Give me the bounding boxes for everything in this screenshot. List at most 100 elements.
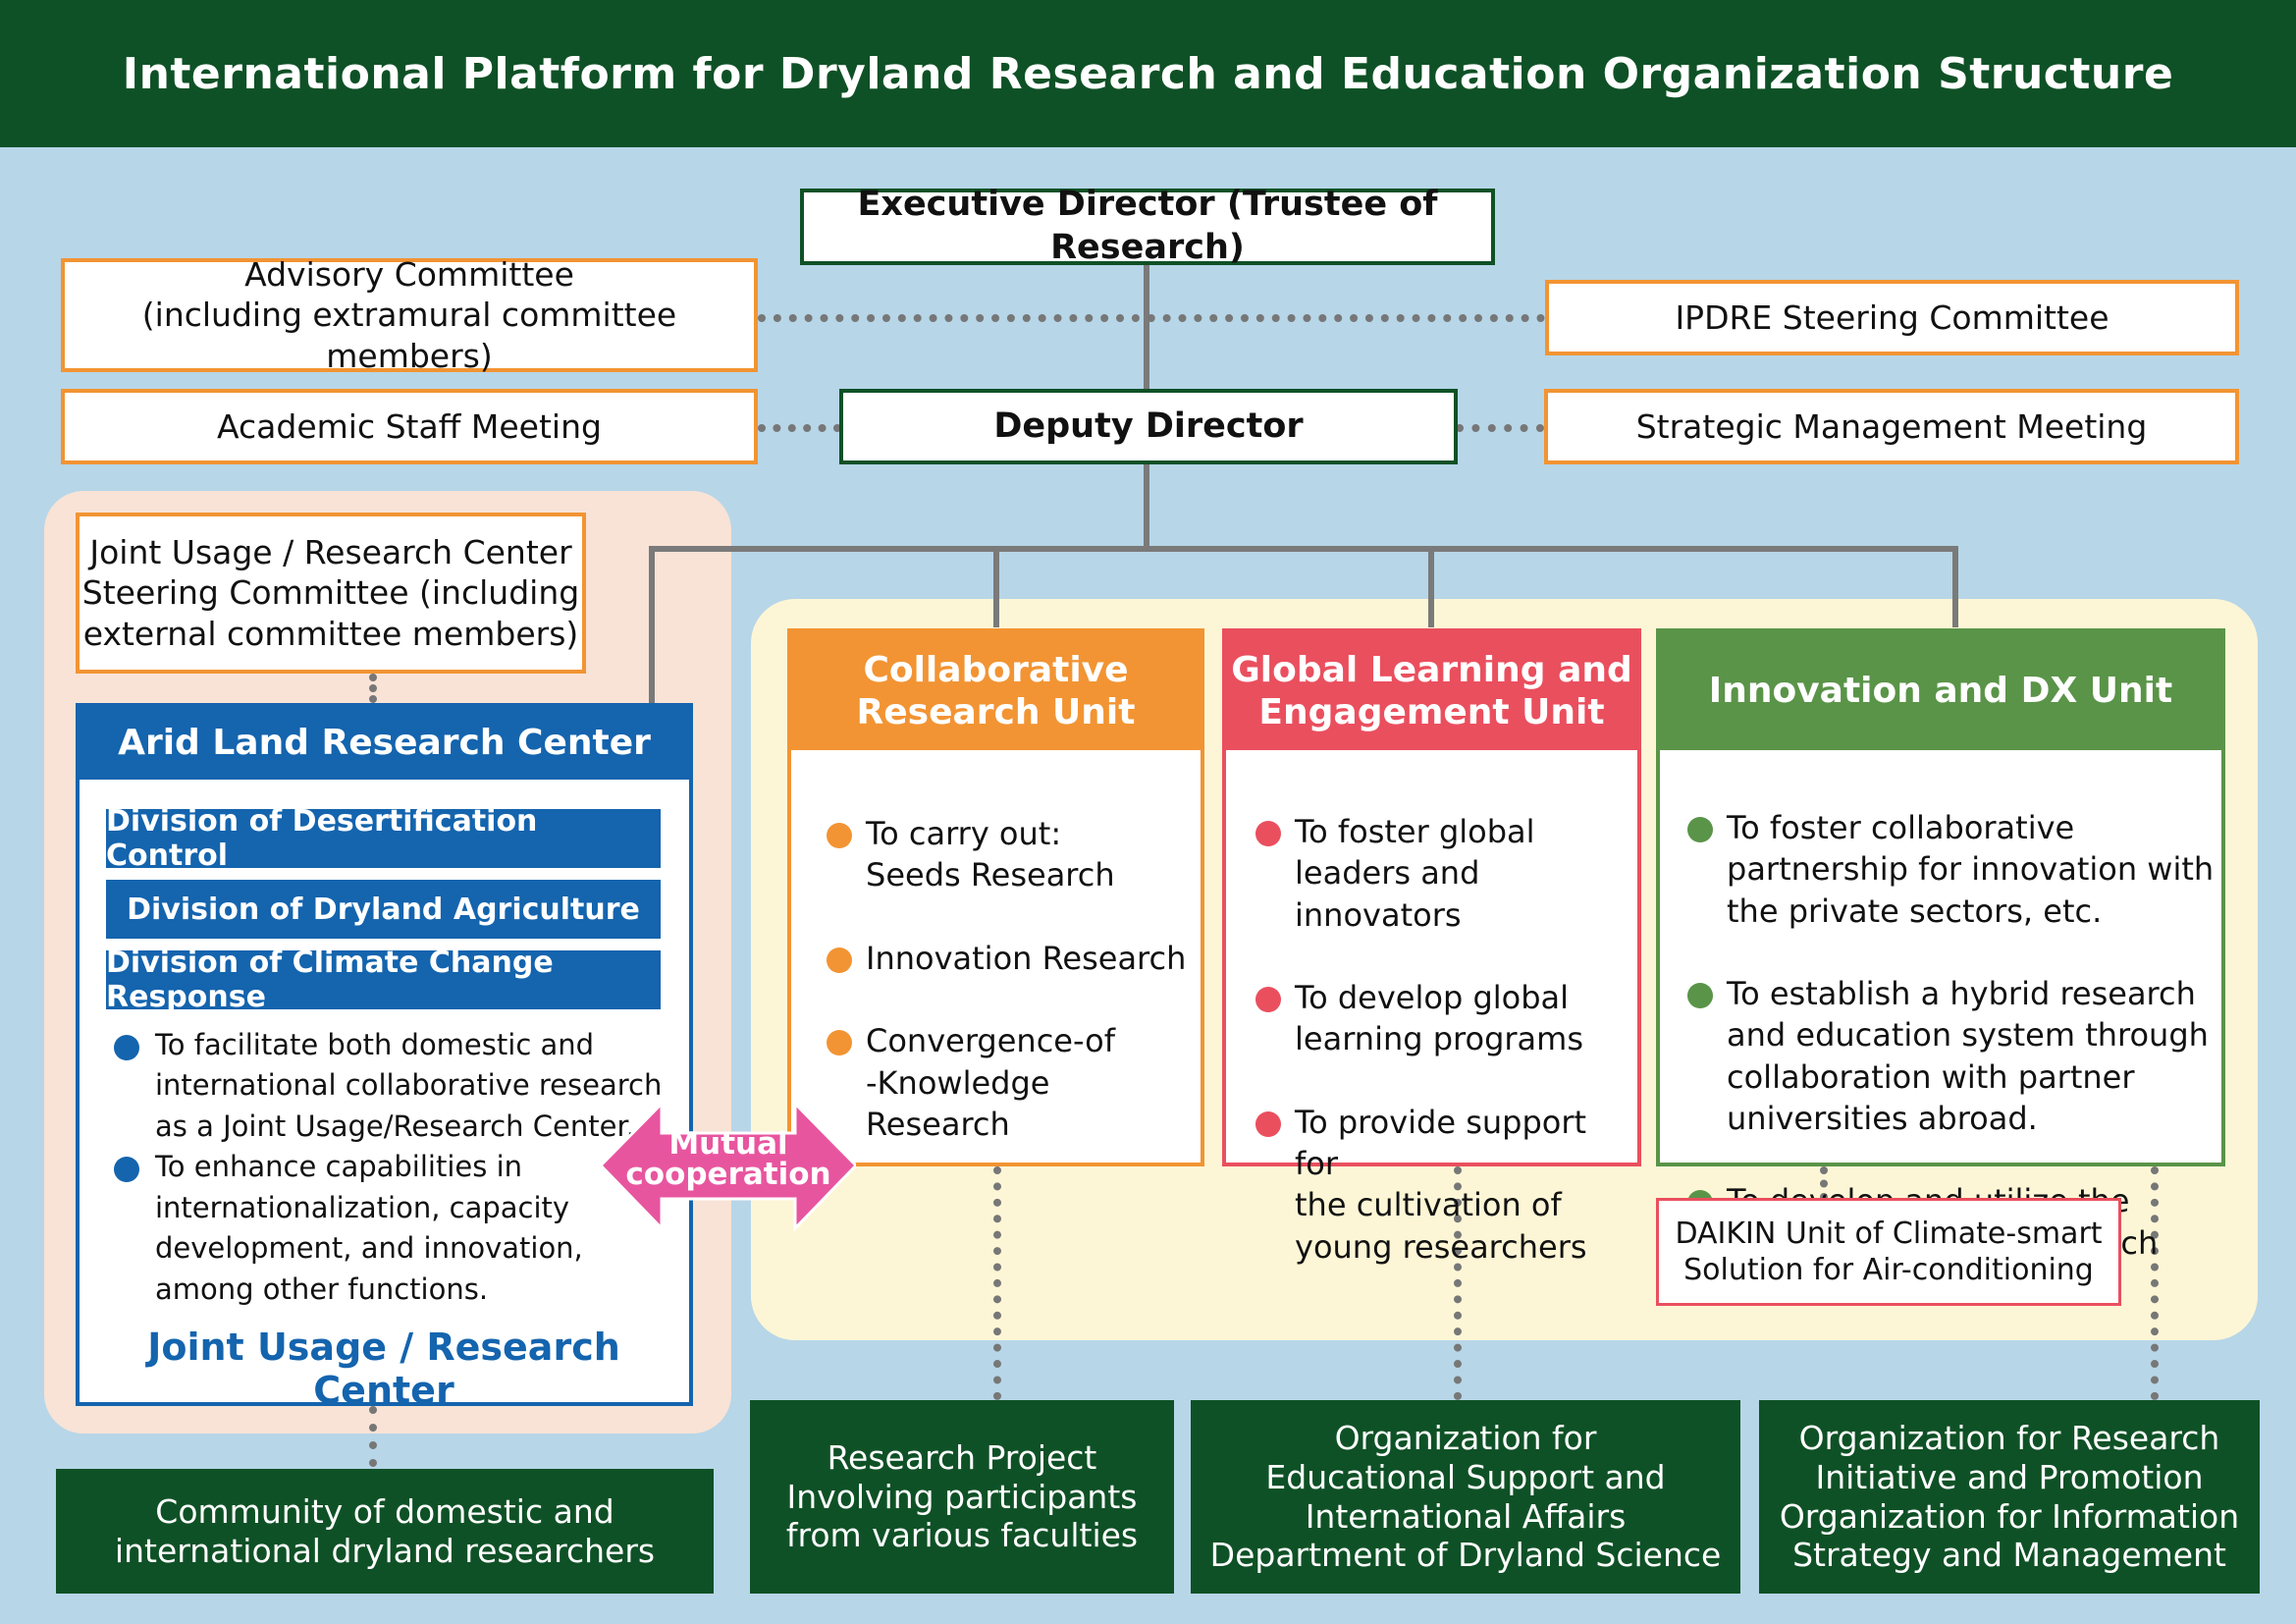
list-item: To establish a hybrid research and educa… (1678, 973, 2221, 1139)
deputy-director-box: Deputy Director (839, 389, 1458, 464)
global-unit-title1: Global Learning and (1231, 649, 1632, 690)
research-project-line2: Involving participants (786, 1477, 1138, 1516)
mutual-line2: cooperation (625, 1157, 831, 1192)
daikin-line1: DAIKIN Unit of Climate-smart (1675, 1216, 2103, 1251)
connector-innovation-research (2151, 1166, 2159, 1400)
division-climate-label: Division of Climate Change Response (106, 946, 554, 1014)
community-line1: Community of domestic and (155, 1491, 614, 1531)
mutual-line1: Mutual (668, 1126, 788, 1162)
connector-exec-deputy (1144, 265, 1149, 390)
executive-director-label: Executive Director (Trustee of Research) (857, 185, 1438, 267)
connector-deputy-down (1144, 464, 1149, 550)
org-education-box: Organization for Educational Support and… (1191, 1400, 1740, 1594)
community-line2: international dryland researchers (114, 1531, 656, 1570)
mutual-cooperation-arrow-icon (601, 1100, 856, 1232)
division-climate: Division of Climate Change Response (106, 946, 661, 1014)
research-project-line3: from various faculties (785, 1516, 1139, 1555)
research-project-box: Research Project Involving participants … (750, 1400, 1174, 1594)
bullet-dot-icon (114, 1157, 139, 1183)
division-agriculture: Division of Dryland Agriculture (106, 880, 661, 939)
ipdre-steering-box: IPDRE Steering Committee (1545, 280, 2239, 355)
list-item: To provide support for the cultivation o… (1246, 1102, 1637, 1268)
list-item: To develop global learning programs (1246, 977, 1637, 1059)
connector-innovation-daikin (1820, 1166, 1828, 1201)
strategic-meeting-box: Strategic Management Meeting (1544, 389, 2239, 464)
community-box: Community of domestic and international … (56, 1469, 714, 1594)
connector-horizontal-bus (649, 546, 1958, 552)
deputy-director-label: Deputy Director (993, 406, 1304, 446)
joint-steering-box: Joint Usage / Research Center Steering C… (76, 513, 586, 674)
arid-center-bullets: To facilitate both domestic and internat… (106, 1025, 675, 1310)
list-item: To enhance capabilities in international… (106, 1147, 675, 1310)
collab-item-text: Convergence-of -Knowledge Research (866, 1022, 1115, 1143)
global-unit-list: To foster global leaders and innovators … (1246, 770, 1637, 1309)
collab-unit-list: To carry out: Seeds Research Innovation … (817, 772, 1201, 1186)
global-unit-box: Global Learning and Engagement Unit To f… (1222, 628, 1641, 1266)
joint-steering-line3: external committee members) (82, 614, 579, 653)
collab-unit-title1: Collaborative (863, 649, 1129, 690)
org-research-line3: Organization for Information (1779, 1496, 2240, 1536)
global-unit-header: Global Learning and Engagement Unit (1226, 632, 1637, 750)
list-item: To foster global leaders and innovators (1246, 811, 1637, 936)
global-item-text: To develop global learning programs (1295, 979, 1583, 1058)
global-item-text: To foster global leaders and innovators (1295, 813, 1535, 934)
org-education-line2: Educational Support and (1265, 1457, 1666, 1496)
collab-unit-header: Collaborative Research Unit (791, 632, 1201, 750)
daikin-unit-box: DAIKIN Unit of Climate-smart Solution fo… (1656, 1198, 2121, 1306)
connector-to-collab (993, 546, 999, 627)
org-research-box: Organization for Research Initiative and… (1759, 1400, 2260, 1594)
org-research-line1: Organization for Research (1798, 1419, 2220, 1458)
global-unit-title2: Engagement Unit (1258, 692, 1605, 732)
mutual-cooperation-label: Mutual cooperation (601, 1129, 856, 1190)
page-title-text: International Platform for Dryland Resea… (122, 48, 2174, 99)
academic-staff-box: Academic Staff Meeting (61, 389, 758, 464)
org-education-line4: Department of Dryland Science (1209, 1536, 1722, 1575)
list-item: Convergence-of -Knowledge Research (817, 1020, 1201, 1145)
arid-center-title: Arid Land Research Center (118, 723, 651, 764)
bullet-dot-icon (827, 823, 852, 849)
global-item-text: To provide support for the cultivation o… (1295, 1103, 1587, 1266)
strategic-meeting-label: Strategic Management Meeting (1635, 406, 2148, 446)
org-research-line4: Strategy and Management (1792, 1536, 2226, 1575)
research-project-line1: Research Project (827, 1438, 1097, 1478)
connector-advisory-ipdre (758, 314, 1545, 322)
collab-item-text: Innovation Research (866, 939, 1187, 977)
division-agriculture-label: Division of Dryland Agriculture (127, 892, 640, 927)
division-desertification-label: Division of Desertification Control (106, 804, 538, 873)
bullet-dot-icon (1255, 987, 1281, 1013)
innovation-unit-box: Innovation and DX Unit To foster collabo… (1656, 628, 2225, 1303)
daikin-line2: Solution for Air-conditioning (1683, 1253, 2094, 1287)
connector-arid-community (369, 1406, 377, 1467)
joint-usage-footer-text: Joint Usage / Research Center (147, 1326, 620, 1412)
executive-director-box: Executive Director (Trustee of Research) (800, 185, 1495, 267)
connector-collab-project (993, 1166, 1001, 1400)
page-title: International Platform for Dryland Resea… (0, 0, 2296, 147)
bullet-dot-icon (827, 1030, 852, 1056)
bullet-dot-icon (1687, 817, 1713, 843)
list-item: To carry out: Seeds Research (817, 813, 1201, 895)
division-desertification: Division of Desertification Control (106, 804, 661, 873)
bullet-dot-icon (827, 947, 852, 973)
collab-unit-title2: Research Unit (856, 692, 1136, 732)
joint-usage-footer: Joint Usage / Research Center (79, 1326, 689, 1412)
list-item: Innovation Research (817, 938, 1201, 979)
org-education-line1: Organization for (1334, 1419, 1597, 1458)
arid-bullet-text: To enhance capabilities in international… (155, 1150, 583, 1306)
innovation-item-text: To foster collaborative partnership for … (1727, 809, 2215, 930)
connector-to-innovation (1952, 546, 1958, 627)
connector-academic-deputy (758, 424, 841, 432)
innovation-item-text: To establish a hybrid research and educa… (1727, 975, 2209, 1137)
connector-deputy-strategic (1456, 424, 1544, 432)
collab-unit-box: Collaborative Research Unit To carry out… (787, 628, 1204, 1166)
arid-bullet-text: To facilitate both domestic and internat… (155, 1028, 663, 1143)
org-education-line3: International Affairs (1305, 1496, 1627, 1536)
arid-center-header: Arid Land Research Center (80, 707, 689, 780)
collab-item-text: To carry out: Seeds Research (866, 815, 1115, 894)
list-item: To foster collaborative partnership for … (1678, 807, 2221, 932)
bullet-dot-icon (1255, 1110, 1281, 1137)
bullet-dot-icon (114, 1035, 139, 1060)
joint-steering-line1: Joint Usage / Research Center (89, 533, 572, 572)
bullet-dot-icon (1255, 821, 1281, 847)
org-research-line2: Initiative and Promotion (1815, 1457, 2204, 1496)
joint-steering-line2: Steering Committee (including (81, 573, 580, 613)
